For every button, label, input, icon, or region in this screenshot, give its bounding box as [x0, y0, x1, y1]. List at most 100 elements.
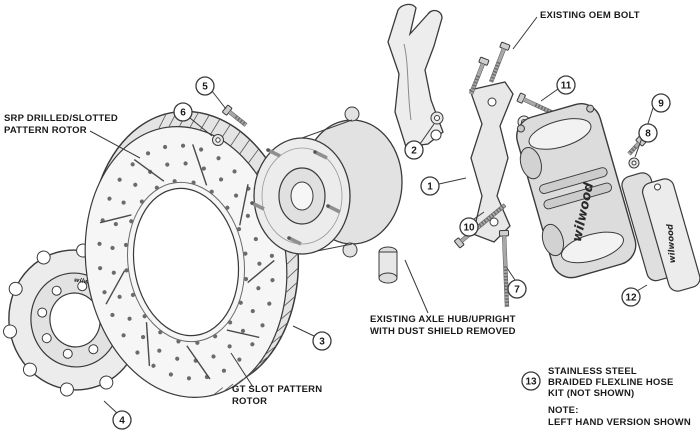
svg-text:5: 5: [202, 82, 208, 93]
rotor-slot: [105, 270, 126, 305]
bolt-outline: [492, 49, 506, 83]
wheel-stud: [327, 204, 341, 214]
callout-10: 10: [459, 217, 479, 237]
drill-hole: [232, 169, 237, 174]
drill-hole: [123, 242, 129, 248]
caliper-mount-bolt-7: [498, 229, 510, 308]
hub-upright: [250, 3, 444, 284]
drill-hole: [107, 196, 112, 201]
svg-text:10: 10: [463, 223, 475, 234]
label-hub-line2: WITH DUST SHIELD REMOVED: [370, 326, 516, 337]
upright-ear-top: [344, 106, 360, 122]
rotor-edge-hatch: [189, 112, 199, 128]
drill-hole: [211, 354, 216, 359]
leader-callout-5: [211, 90, 227, 110]
drill-hole: [145, 151, 151, 156]
callout-7: 7: [507, 279, 527, 299]
drill-hole: [256, 286, 261, 291]
caliper-bottom-arch: [561, 231, 624, 264]
rotor-edge-hatch: [285, 281, 298, 293]
washer-8-hole: [631, 160, 637, 166]
wheel-stud: [251, 201, 265, 211]
caliper-bolt-11: [516, 92, 554, 115]
svg-text:7: 7: [514, 285, 520, 296]
rotor-edge-hatch: [258, 355, 270, 365]
label-existing-oem-bolt: EXISTING OEM BOLT: [540, 10, 640, 21]
caliper-top-arch: [528, 118, 592, 150]
drill-hole: [218, 177, 224, 182]
callout-1: 1: [420, 176, 440, 196]
drill-hole: [183, 161, 188, 166]
leader-oem-bolt: [512, 16, 538, 50]
rotor-edge-hatch: [213, 387, 224, 396]
drill-hole: [113, 221, 118, 227]
label-hose-line2: BRAIDED FLEXLINE HOSE: [548, 377, 674, 388]
leader-callout-8: [634, 137, 643, 158]
drill-hole: [168, 372, 173, 377]
drill-hole: [243, 251, 248, 256]
rotor-slot: [192, 144, 208, 186]
bolt-outline: [228, 113, 245, 127]
rotor-edge-hatch: [280, 309, 293, 320]
wheel-stud-tip: [326, 204, 330, 208]
bolt-outline: [627, 141, 638, 153]
bolt-outline: [472, 64, 485, 95]
bolt-outline: [488, 48, 503, 82]
balljoint-bottom: [378, 272, 398, 284]
drill-hole: [240, 328, 246, 333]
bolt-threads: [478, 203, 507, 228]
drill-hole: [130, 162, 135, 167]
leader-callout-1: [438, 177, 467, 185]
rotor-center-opening: [132, 187, 240, 337]
drill-hole: [121, 333, 126, 338]
bolt-outline: [524, 97, 554, 112]
drill-hole: [140, 334, 146, 340]
label-hub-line1: EXISTING AXLE HUB/UPRIGHT: [370, 314, 516, 325]
fasteners: [212, 41, 647, 308]
leader-callout-7: [506, 267, 516, 281]
leader-callout-2: [419, 123, 435, 145]
rotor-inner-ring: [126, 181, 246, 343]
leader-hub-label: [404, 259, 429, 314]
bracket-hole-top: [487, 97, 497, 107]
drill-hole: [110, 312, 115, 318]
rotor-edge-hatch: [271, 334, 283, 344]
label-gt-rotor-line2: ROTOR: [232, 396, 267, 407]
drill-hole: [269, 253, 274, 258]
wheel-studs: [250, 148, 341, 246]
rotor: [84, 110, 300, 398]
rotor-edge-hatch: [283, 296, 296, 307]
bracket-hole-bottom: [489, 217, 499, 227]
steering-knuckle: [387, 3, 444, 148]
drill-hole: [124, 268, 129, 273]
label-note-line2: LEFT HAND VERSION SHOWN: [548, 417, 691, 428]
wheel-stud: [267, 148, 281, 158]
pad-tab-hole: [653, 183, 661, 191]
drill-hole: [227, 344, 232, 349]
bleed-screw-2: [586, 104, 595, 113]
leader-callout-6: [189, 117, 213, 137]
drill-hole: [135, 350, 140, 355]
oem-bolt-2: [468, 56, 490, 95]
knuckle-detail-line: [403, 43, 412, 121]
wheel-stud: [288, 236, 302, 246]
washer-2-hole: [434, 115, 440, 121]
bolt-threads: [489, 61, 501, 83]
hat-screw-5: [222, 104, 248, 127]
callout-12: 12: [621, 287, 641, 307]
rotor-edge-hatch: [241, 372, 253, 381]
hub-barrel-top: [301, 119, 353, 139]
rotor-edge-hatch: [276, 322, 288, 333]
rotor-drill-slot-pattern: [97, 111, 299, 396]
svg-text:8: 8: [645, 129, 651, 140]
svg-text:13: 13: [525, 377, 537, 388]
bolt-threads: [234, 115, 248, 127]
caliper-crossover-tube-1: [539, 167, 608, 194]
pad-brand-text: wilwood: [665, 223, 678, 264]
drill-hole: [117, 177, 122, 182]
label-hose-line3: KIT (NOT SHOWN): [548, 388, 634, 399]
callout-8: 8: [638, 123, 658, 143]
bolt-head: [499, 41, 511, 51]
callout-2: 2: [404, 140, 424, 160]
